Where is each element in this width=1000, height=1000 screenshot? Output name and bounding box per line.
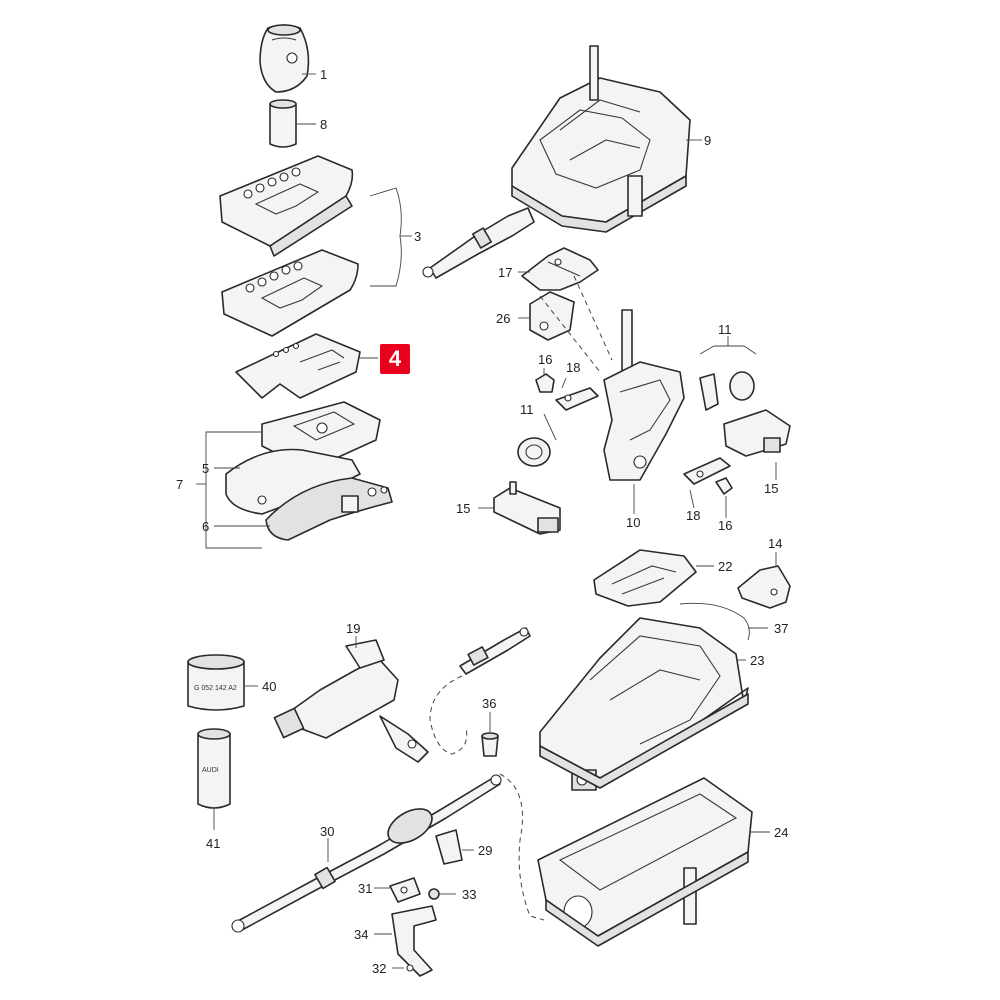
part-8-knob-sleeve	[269, 99, 297, 148]
part-29-clip	[435, 829, 463, 865]
part-1-gear-knob	[259, 24, 310, 93]
part-26-switch	[529, 291, 575, 341]
part-4-gate-insert	[235, 333, 361, 399]
callout-8: 8	[320, 117, 327, 132]
callout-15-left: 15	[456, 501, 470, 516]
tube-40-marking: G 052 142 A2	[194, 685, 237, 692]
callout-10: 10	[626, 515, 640, 530]
part-10-selector-lever	[603, 309, 685, 481]
callout-18-upper: 18	[566, 360, 580, 375]
callout-29: 29	[478, 843, 492, 858]
callout-9: 9	[704, 133, 711, 148]
leader-lines	[196, 73, 777, 969]
part-16-18-detents-left	[535, 373, 599, 411]
callout-36: 36	[482, 696, 496, 711]
callout-6: 6	[202, 519, 209, 534]
callout-17: 17	[498, 265, 512, 280]
callout-16-upper: 16	[538, 352, 552, 367]
callout-41: 41	[206, 836, 220, 851]
part-37-wire	[679, 602, 750, 641]
callout-23: 23	[750, 653, 764, 668]
part-11-rollers	[517, 371, 755, 467]
callout-5: 5	[202, 461, 209, 476]
callout-31: 31	[358, 881, 372, 896]
part-17-lever	[521, 247, 599, 291]
part-cable-upper	[459, 627, 531, 675]
tube-41-badge: AUDI	[202, 767, 219, 774]
callout-14: 14	[768, 536, 782, 551]
part-7-trim-assembly	[225, 401, 393, 541]
part-30-shift-cable	[231, 774, 502, 933]
callout-34: 34	[354, 927, 368, 942]
dashed-routing-lines	[429, 275, 613, 921]
part-9-selector-housing	[422, 45, 691, 279]
callout-11-right: 11	[718, 322, 732, 337]
callout-30: 30	[320, 824, 334, 839]
part-36-bolt	[481, 732, 499, 757]
part-40-sleeve-tube: G 052 142 A2	[187, 654, 245, 711]
part-34-mount	[391, 905, 437, 977]
part-15-sensor-left	[493, 481, 561, 535]
callout-18-lower: 18	[686, 508, 700, 523]
part-22-gate-plate	[593, 549, 697, 607]
part-41-grease-tube: AUDI	[197, 728, 231, 809]
callout-19: 19	[346, 621, 360, 636]
part-23-shifter-frame	[539, 617, 749, 791]
callout-3: 3	[414, 229, 421, 244]
part-15-sensor-right	[723, 409, 791, 457]
callout-labels: 1 8 3 7 5 6 9 17 26 16 18 11 11 15 15 10…	[176, 67, 788, 976]
callout-37: 37	[774, 621, 788, 636]
part-14-bracket	[737, 565, 791, 609]
part-19-ignition-lock	[273, 639, 429, 763]
part-18-16-detents-right	[683, 457, 733, 495]
callout-40: 40	[262, 679, 276, 694]
callout-1: 1	[320, 67, 327, 82]
highlighted-part-label: 4	[380, 344, 410, 374]
part-3-shift-gate-covers	[219, 155, 359, 337]
part-24-lower-housing	[537, 777, 753, 947]
callout-32: 32	[372, 961, 386, 976]
callout-22: 22	[718, 559, 732, 574]
callout-11-left: 11	[520, 402, 534, 417]
callout-7: 7	[176, 477, 183, 492]
callout-16-lower: 16	[718, 518, 732, 533]
callout-26: 26	[496, 311, 510, 326]
part-31-33-bracket	[389, 877, 440, 903]
callout-33: 33	[462, 887, 476, 902]
callout-15-right: 15	[764, 481, 778, 496]
highlighted-part-number: 4	[388, 346, 402, 371]
callout-24: 24	[774, 825, 788, 840]
